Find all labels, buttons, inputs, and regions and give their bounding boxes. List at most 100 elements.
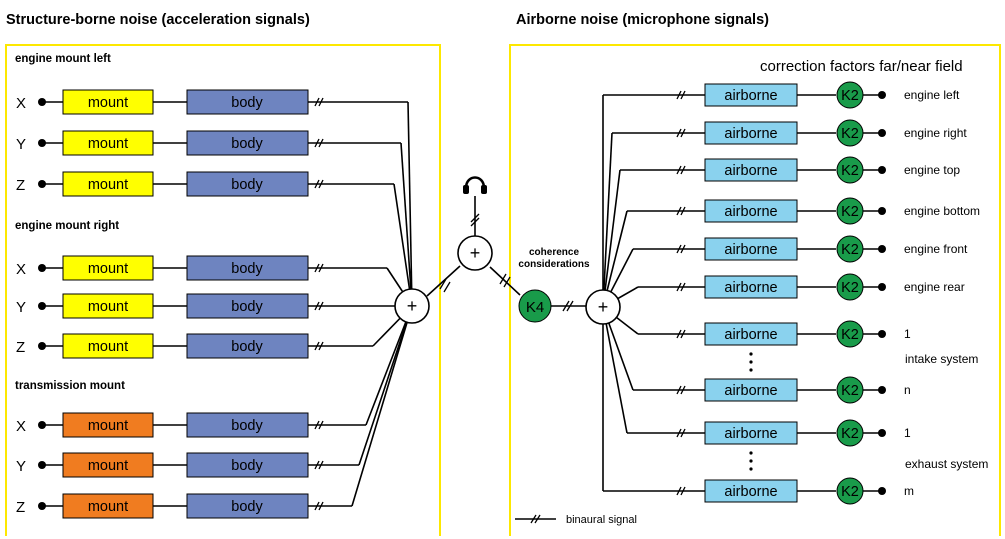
left-panel-frame	[5, 44, 441, 536]
mount-box-label: mount	[88, 339, 128, 355]
microphone-label: engine rear	[904, 280, 965, 294]
microphone-node	[878, 330, 886, 338]
ellipsis-intake	[749, 352, 753, 372]
k2-label: K2	[841, 242, 859, 258]
right-wires	[602, 90, 705, 496]
microphone-label: engine front	[904, 242, 968, 256]
exhaust-system-label: exhaust system	[905, 457, 988, 471]
k2-label: K2	[841, 280, 859, 296]
left-sum-node: +	[394, 288, 430, 324]
airborne-box-label: airborne	[724, 484, 777, 500]
ellipsis-exhaust	[749, 451, 753, 471]
body-box-label: body	[231, 177, 263, 193]
k2-label: K2	[841, 426, 859, 442]
microphone-label: 1	[904, 327, 911, 341]
body-box	[186, 452, 309, 478]
left-wires	[308, 97, 413, 511]
axis-label: X	[16, 261, 26, 278]
mount-box-label: mount	[88, 458, 128, 474]
mount-box-label: mount	[88, 299, 128, 315]
body-box	[186, 130, 309, 156]
k2-label: K2	[841, 383, 859, 399]
mount-box-label: mount	[88, 418, 128, 434]
microphone-node	[878, 487, 886, 495]
microphone-label: engine bottom	[904, 204, 980, 218]
microphone-label: engine top	[904, 163, 960, 177]
mount-box-label: mount	[88, 177, 128, 193]
axis-label: X	[16, 95, 26, 112]
mount-box	[62, 171, 154, 197]
mount-box-label: mount	[88, 95, 128, 111]
airborne-channel-row: airborne K2 1	[704, 419, 911, 447]
mount-box-label: mount	[88, 136, 128, 152]
axis-label: Y	[16, 458, 26, 475]
microphone-label: m	[904, 484, 914, 498]
airborne-box-label: airborne	[724, 204, 777, 220]
mount-box-label: mount	[88, 499, 128, 515]
mount-box	[62, 255, 154, 281]
body-box-label: body	[231, 261, 263, 277]
axis-label: Z	[16, 177, 25, 194]
axis-label: Y	[16, 136, 26, 153]
airborne-box-label: airborne	[724, 88, 777, 104]
center-wires	[426, 196, 587, 312]
center-sum-node: +	[457, 235, 493, 271]
mount-box	[62, 130, 154, 156]
airborne-channel-row: airborne K2 engine rear	[704, 273, 965, 301]
airborne-box-label: airborne	[724, 242, 777, 258]
k2-label: K2	[841, 163, 859, 179]
body-box	[186, 412, 309, 438]
airborne-box-label: airborne	[724, 383, 777, 399]
microphone-label: 1	[904, 426, 911, 440]
axis-label: X	[16, 418, 26, 435]
airborne-box-label: airborne	[724, 126, 777, 142]
mount-box-label: mount	[88, 261, 128, 277]
airborne-box-label: airborne	[724, 280, 777, 296]
airborne-channel-row: airborne K2 engine front	[704, 235, 968, 263]
coherence-label-2: considerations	[518, 259, 590, 270]
airborne-box-label: airborne	[724, 426, 777, 442]
k2-label: K2	[841, 126, 859, 142]
mount-box	[62, 493, 154, 519]
group-label-engine-mount-right: engine mount right	[15, 220, 119, 232]
k2-label: K2	[841, 327, 859, 343]
body-box	[186, 171, 309, 197]
body-box-label: body	[231, 95, 263, 111]
microphone-node	[878, 207, 886, 215]
microphone-node	[878, 283, 886, 291]
right-sum-node: +	[585, 289, 621, 325]
mount-box	[62, 412, 154, 438]
microphone-node	[878, 386, 886, 394]
airborne-box-label: airborne	[724, 327, 777, 343]
legend-label: binaural signal	[566, 514, 637, 526]
mount-box	[62, 452, 154, 478]
correction-factors-title: correction factors far/near field	[760, 58, 963, 75]
body-box	[186, 255, 309, 281]
group-label-engine-mount-left: engine mount left	[15, 53, 111, 65]
body-box-label: body	[231, 458, 263, 474]
airborne-box-label: airborne	[724, 163, 777, 179]
svg-text:+: +	[470, 243, 481, 263]
axis-label: Z	[16, 339, 25, 356]
microphone-node	[878, 129, 886, 137]
body-box	[186, 89, 309, 115]
intake-system-label: intake system	[905, 352, 978, 366]
structure-borne-title: Structure-borne noise (acceleration sign…	[6, 12, 310, 28]
k4-node: K4	[518, 289, 552, 323]
airborne-title: Airborne noise (microphone signals)	[516, 12, 769, 28]
legend: binaural signal	[515, 514, 637, 526]
microphone-node	[878, 166, 886, 174]
